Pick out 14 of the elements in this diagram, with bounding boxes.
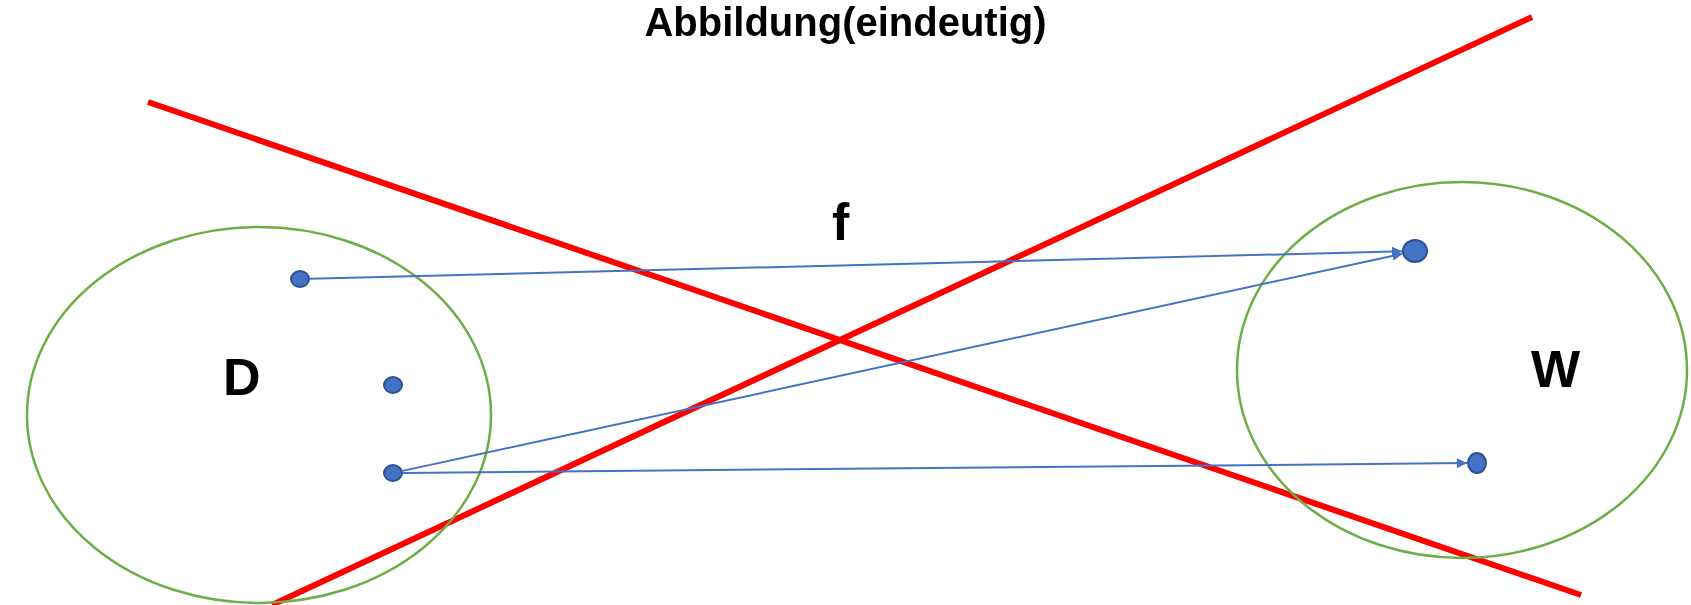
arrow [309,246,1403,280]
set-label: W [1531,343,1581,395]
arrow [401,251,1404,472]
point-dot [290,270,310,288]
set-ellipse [1236,181,1688,559]
point-dot [383,376,403,394]
point-dot [1467,452,1487,474]
mapping-label: f [832,196,850,248]
point-dot [1402,239,1428,263]
title: Abbildung(eindeutig) [643,0,1048,45]
set-ellipse [26,226,492,604]
arrow [402,458,1468,474]
set-label: D [223,351,261,403]
point-dot [383,464,403,482]
